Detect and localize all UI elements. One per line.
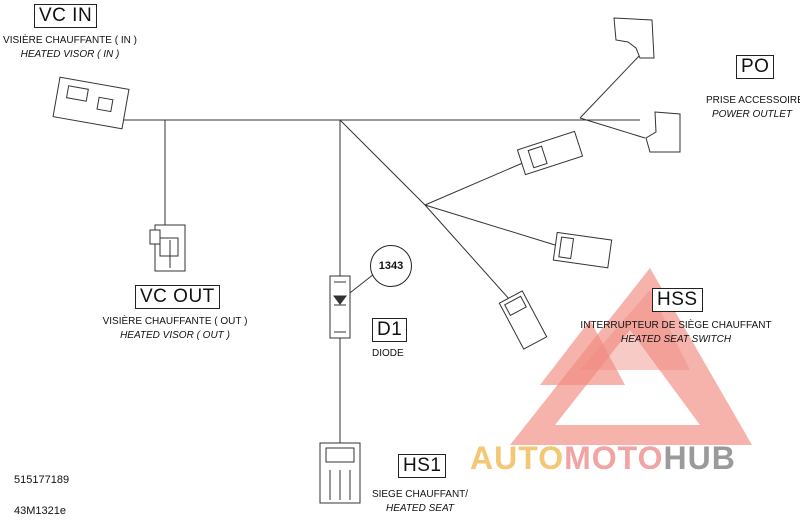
po-wire-a: [579, 54, 641, 119]
hs1-code: HS1: [398, 454, 447, 478]
part-number: 515177189: [14, 474, 70, 486]
vc-out-fr-label: VISIÈRE CHAUFFANTE ( OUT ): [102, 316, 248, 327]
po-en-label: POWER OUTLET: [711, 109, 792, 120]
hss-connector-2: [552, 231, 613, 269]
d1-code: D1: [372, 318, 408, 342]
hs1-en-label: HEATED SEAT: [386, 503, 454, 514]
drawing-id: 43M1321e: [14, 505, 66, 517]
vc-out-en-label: HEATED VISOR ( OUT ): [120, 330, 230, 341]
hs1-fr-label: SIEGE CHAUFFANT/: [371, 489, 469, 500]
vc-out-connector: [149, 224, 186, 272]
branch-wire: [339, 119, 426, 206]
vc-in-connector: [52, 76, 130, 130]
diode-d1: [329, 275, 351, 339]
vc-in-en-label: HEATED VISOR ( IN ): [20, 49, 120, 60]
hss-wire-c: [424, 204, 511, 301]
hss-connector-3: [498, 290, 548, 350]
po-wire-b: [579, 117, 646, 139]
watermark-moto: MOTO: [564, 440, 664, 476]
vc-in-code: VC IN: [34, 4, 98, 28]
vc-out-code: VC OUT: [135, 285, 220, 309]
callout-leader: [345, 273, 375, 297]
vc-in-fr-label: VISIÈRE CHAUFFANTE ( IN ): [3, 35, 137, 46]
hs1-connector: [319, 442, 361, 504]
hss-en-label: HEATED SEAT SWITCH: [620, 334, 732, 345]
watermark-auto: AUTO: [470, 440, 565, 476]
watermark-logo-text: AUTOMOTOHUB: [470, 440, 736, 477]
po-code: PO: [736, 55, 775, 79]
watermark-hub: HUB: [663, 440, 736, 476]
po-connector-top: [613, 17, 655, 59]
po-fr-label: PRISE ACCESSOIRE: [706, 95, 800, 106]
po-connector-bottom: [645, 111, 681, 153]
d1-fr-label: DIODE: [372, 348, 404, 359]
callout-1343: 1343: [370, 245, 412, 287]
hss-fr-label: INTERRUPTEUR DE SIÈGE CHAUFFANT: [580, 320, 772, 331]
hss-wire-b: [424, 204, 556, 246]
hss-connector-1: [516, 130, 584, 176]
hss-wire-a: [424, 161, 526, 206]
hss-code: HSS: [652, 288, 703, 312]
